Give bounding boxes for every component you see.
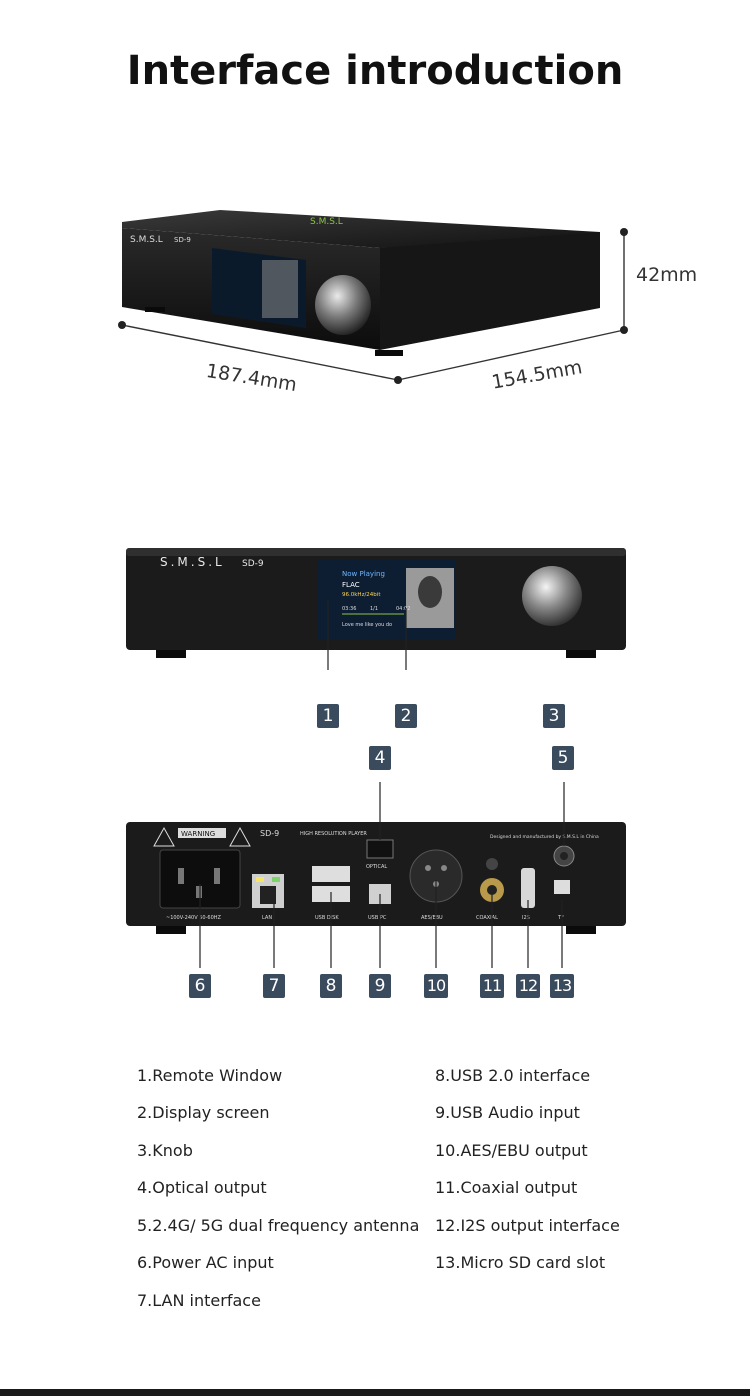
callout-8: 8 [320,974,342,998]
warning-label: WARNING [181,830,215,838]
legend-item: 5.2.4G/ 5G dual frequency antenna [137,1216,420,1235]
lan-label: LAN [262,915,272,921]
power-label: ~100V-240V 50-60HZ [166,915,222,921]
legend-item: 13.Micro SD card slot [435,1253,606,1272]
bottom-divider [0,1389,750,1396]
front-logo: S.M.S.L [130,235,163,245]
width-line [121,324,399,381]
depth-line [397,329,625,381]
legend-item: 11.Coaxial output [435,1178,578,1197]
height-dimension: 42mm [636,264,698,286]
foot [145,307,165,312]
aes-label: AES/EBU [421,915,443,921]
legend-item: 4.Optical output [137,1178,267,1197]
usb-pc-label: USB PC [368,915,387,921]
coaxial-label: COAXIAL [476,915,498,921]
optical-label: OPTICAL [366,864,387,870]
screen-header: Now Playing [342,570,385,578]
usb-port-top [312,866,350,882]
callout-2: 2 [395,704,417,728]
optical-port [366,839,394,859]
screen-format: FLAC [342,581,360,589]
perspective-knob [315,275,371,335]
rear-tagline: HIGH RESOLUTION PLAYER [300,831,367,837]
callout-6: 6 [189,974,211,998]
screen-total: 04:02 [396,606,410,612]
device-top-surface [122,210,600,248]
front-knob [522,566,582,626]
perspective-album-art [262,260,298,318]
legend-item: 1.Remote Window [137,1066,283,1085]
callout-11: 11 [480,974,504,998]
callout-5: 5 [552,746,574,770]
tf-label: TF [557,915,564,921]
callout-7: 7 [263,974,285,998]
callout-4: 4 [369,746,391,770]
screen-track-name: Love me like you do [342,622,392,628]
device-rear-view: WARNING SD-9 HIGH RESOLUTION PLAYER Desi… [126,782,626,968]
legend-item: 2.Display screen [137,1103,270,1122]
legend-item: 6.Power AC input [137,1253,274,1272]
device-side-face [380,232,600,350]
device-front-view: S.M.S.L SD-9 Now Playing FLAC 96.0kHz/24… [126,548,626,670]
legend-item: 8.USB 2.0 interface [435,1066,591,1085]
top-logo: S.M.S.L [310,217,343,227]
foot [375,350,403,356]
front-model: SD-9 [174,236,191,244]
screen-elapsed: 03:36 [342,606,356,612]
screen-track-index: 1/1 [370,606,378,612]
legend-item: 7.LAN interface [137,1291,261,1310]
front-brand: S.M.S.L [160,555,225,569]
rear-credit: Designed and manufactured by S.M.S.L in … [490,834,599,840]
callout-12: 12 [516,974,540,998]
usb-disk-label: USB DISK [315,915,339,921]
callout-10: 10 [424,974,448,998]
rear-panel [126,822,626,926]
page-title: Interface introduction [126,48,624,94]
device-perspective-view: S.M.S.L S.M.S.L SD-9 [118,210,628,384]
callout-3: 3 [543,704,565,728]
legend-item: 9.USB Audio input [435,1103,580,1122]
i2s-port [521,868,535,908]
callout-1: 1 [317,704,339,728]
rear-model: SD-9 [260,829,279,838]
screen-rate: 96.0kHz/24bit [342,592,381,598]
legend-item: 3.Knob [137,1141,193,1160]
callout-9: 9 [369,974,391,998]
tf-slot-icon [554,880,570,894]
legend-item: 12.I2S output interface [435,1216,620,1235]
legend-item: 10.AES/EBU output [435,1141,588,1160]
front-model-label: SD-9 [242,559,264,569]
callout-13: 13 [550,974,574,998]
i2s-label: I2S [522,915,530,921]
